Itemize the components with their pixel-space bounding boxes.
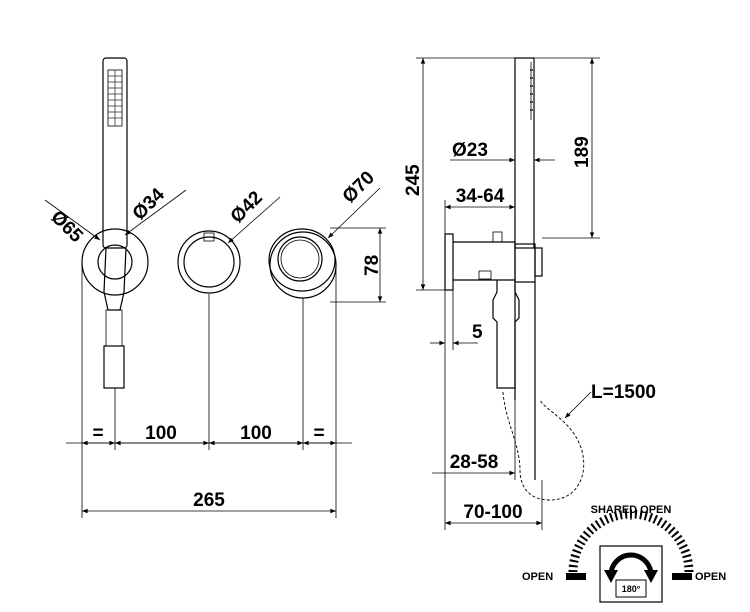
dim-total: 265: [82, 490, 337, 514]
open-right-label: OPEN: [695, 571, 726, 583]
dim-d42-label: Ø42: [227, 187, 267, 227]
dim-78: 78: [330, 227, 386, 303]
dim-d65-label: Ø65: [46, 207, 87, 248]
hand-shower-front: [102, 57, 128, 389]
wall-outlet-front: [81, 228, 149, 296]
dim-spacing-chain: = 100 100 =: [66, 423, 352, 446]
hand-shower-side: [514, 57, 535, 249]
front-view: Ø65 Ø34 Ø42 Ø70 78 = 100 100 =: [44, 57, 386, 518]
dim-189-label: 189: [572, 136, 593, 168]
open-right-bar: [672, 573, 692, 580]
leader-d42: [227, 196, 281, 244]
wall-plate-side: [444, 233, 454, 291]
dim-d70-label: Ø70: [339, 167, 379, 207]
dim-hose-length-label: L=1500: [591, 382, 656, 403]
dim-d34-label: Ø34: [129, 184, 170, 225]
dim-spacing-2: 100: [240, 423, 272, 444]
leader-d70: [327, 187, 381, 239]
leader-d34: [124, 189, 187, 236]
dim-eq-right: =: [313, 423, 324, 444]
dim-70-100-label: 70-100: [463, 502, 522, 523]
angle-label: 180°: [622, 584, 641, 594]
side-view: 245 189 Ø23 34-64 5: [403, 57, 656, 530]
dim-34-64: 34-64: [444, 186, 516, 242]
dim-245: 245: [403, 57, 515, 291]
dim-5: 5: [430, 290, 483, 350]
rotation-arrow-icon: [608, 552, 654, 576]
mixer-control-front: [177, 230, 241, 294]
dim-eq-left: =: [92, 423, 103, 444]
dim-28-58: 28-58: [432, 290, 516, 530]
dim-hose-length: L=1500: [564, 382, 656, 419]
dim-d23: Ø23: [450, 140, 555, 163]
open-left-label: OPEN: [522, 571, 553, 583]
dim-28-58-label: 28-58: [450, 452, 499, 473]
dim-78-label: 78: [362, 255, 383, 276]
dim-189: 189: [534, 57, 600, 239]
dim-34-64-label: 34-64: [456, 186, 505, 207]
dim-spacing-1: 100: [145, 423, 177, 444]
dim-d23-label: Ø23: [452, 140, 488, 161]
dim-245-label: 245: [403, 164, 424, 196]
diverter-control-front: [268, 228, 337, 299]
dim-70-100: 70-100: [444, 480, 543, 530]
rotation-diagram: SHARED OPEN OPEN OPEN 180°: [522, 504, 726, 603]
dim-5-label: 5: [472, 322, 483, 343]
open-left-bar: [566, 573, 586, 580]
dim-total-label: 265: [193, 490, 225, 511]
leader-d65: [44, 199, 101, 241]
